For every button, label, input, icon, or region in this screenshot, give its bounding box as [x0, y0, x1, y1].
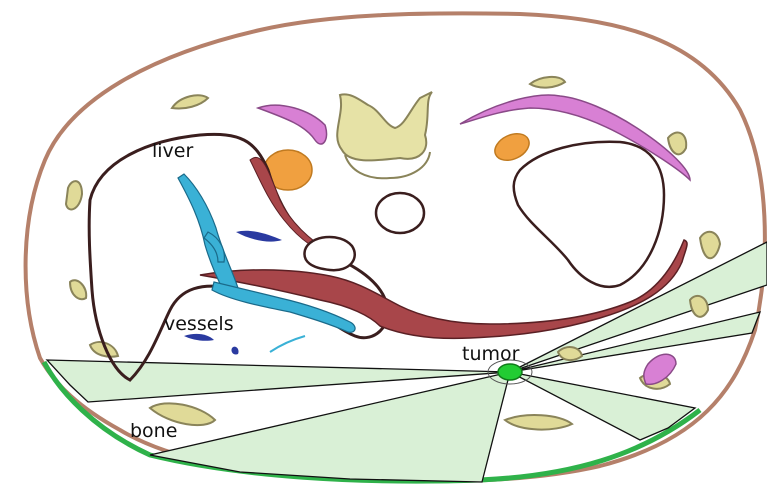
liver: [89, 134, 687, 380]
label-liver: liver: [152, 140, 193, 162]
label-tumor: tumor: [462, 343, 520, 365]
vessel-dark: [231, 347, 238, 355]
muscle: [644, 354, 676, 384]
kidney-right: [491, 129, 534, 166]
spleen-outline: [514, 142, 664, 287]
vessel-dark: [236, 231, 282, 242]
trajectory-wedge-upper-right: [510, 242, 767, 372]
vertebra: [337, 92, 432, 233]
muscle: [460, 95, 690, 180]
rib: [700, 232, 720, 259]
aorta-outline: [304, 237, 354, 270]
label-vessels: vessels: [164, 313, 234, 335]
rib: [668, 133, 686, 155]
muscle: [258, 105, 327, 144]
rib: [66, 181, 82, 209]
rib: [558, 347, 582, 360]
needle-path: [270, 336, 305, 352]
rib: [505, 415, 572, 430]
rib: [172, 95, 208, 108]
rib: [530, 77, 565, 88]
label-bone: bone: [130, 420, 177, 442]
spinal-canal: [376, 193, 424, 233]
rib: [690, 296, 708, 317]
rib: [70, 280, 86, 299]
